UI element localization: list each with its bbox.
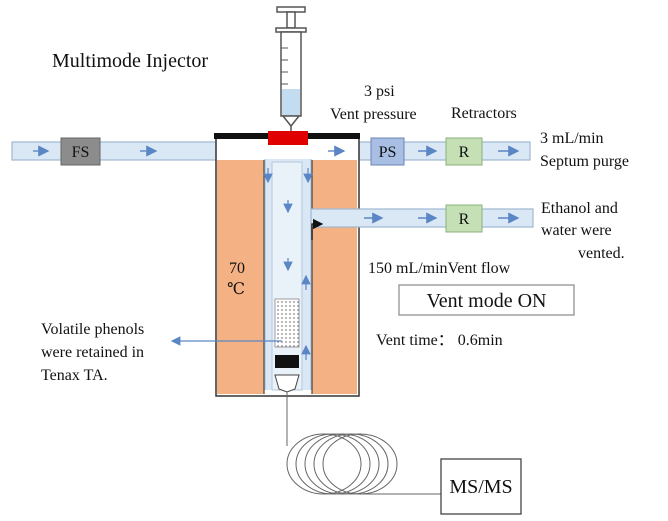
column-ferrule: [274, 374, 300, 393]
temperature-unit: ℃: [227, 281, 245, 298]
capillary-column-coil: [286, 392, 444, 495]
ps-box: PS: [370, 137, 405, 166]
retractor-mid-box: R: [445, 204, 483, 233]
retractor-top-box: R: [445, 137, 483, 166]
fs-label: FS: [72, 144, 90, 161]
vent-flow-label: 150 mL/minVent flow: [368, 260, 511, 277]
retractors-label: Retractors: [451, 105, 517, 122]
tenax-ta-packing: [274, 298, 300, 348]
vent-pressure-value: 3 psi: [364, 83, 395, 100]
septum-purge-label: Septum purge: [540, 153, 629, 170]
retractor-mid-label: R: [459, 211, 470, 228]
diagram-title: Multimode Injector: [52, 50, 208, 72]
vented-note-line1: Ethanol and: [541, 200, 618, 217]
retractor-top-label: R: [459, 144, 470, 161]
vent-time-label: Vent time： 0.6min: [376, 332, 503, 349]
vented-note-line3: vented.: [578, 245, 625, 262]
syringe-icon: [275, 6, 307, 145]
msms-label: MS/MS: [449, 476, 512, 498]
vent-mode-box: [398, 284, 575, 316]
liner-plug: [275, 355, 299, 368]
retained-note-line1: Volatile phenols: [41, 321, 144, 338]
fs-box: FS: [60, 137, 101, 166]
flow-arrows: [33, 145, 520, 360]
msms-detector-box: MS/MS: [440, 458, 522, 515]
ps-label: PS: [379, 144, 397, 161]
septum: [268, 131, 308, 145]
septum-purge-flow: 3 mL/min: [540, 130, 604, 147]
retained-note-line2: were retained in: [41, 344, 144, 361]
vent-pressure-label: Vent pressure: [330, 106, 417, 123]
vented-note-line2: water were: [541, 222, 612, 239]
inlet-cavity: [264, 159, 312, 391]
vent-mode-label: Vent mode ON: [427, 290, 547, 312]
temperature-value: 70: [229, 260, 245, 277]
retained-note-line3: Tenax TA.: [41, 367, 108, 384]
